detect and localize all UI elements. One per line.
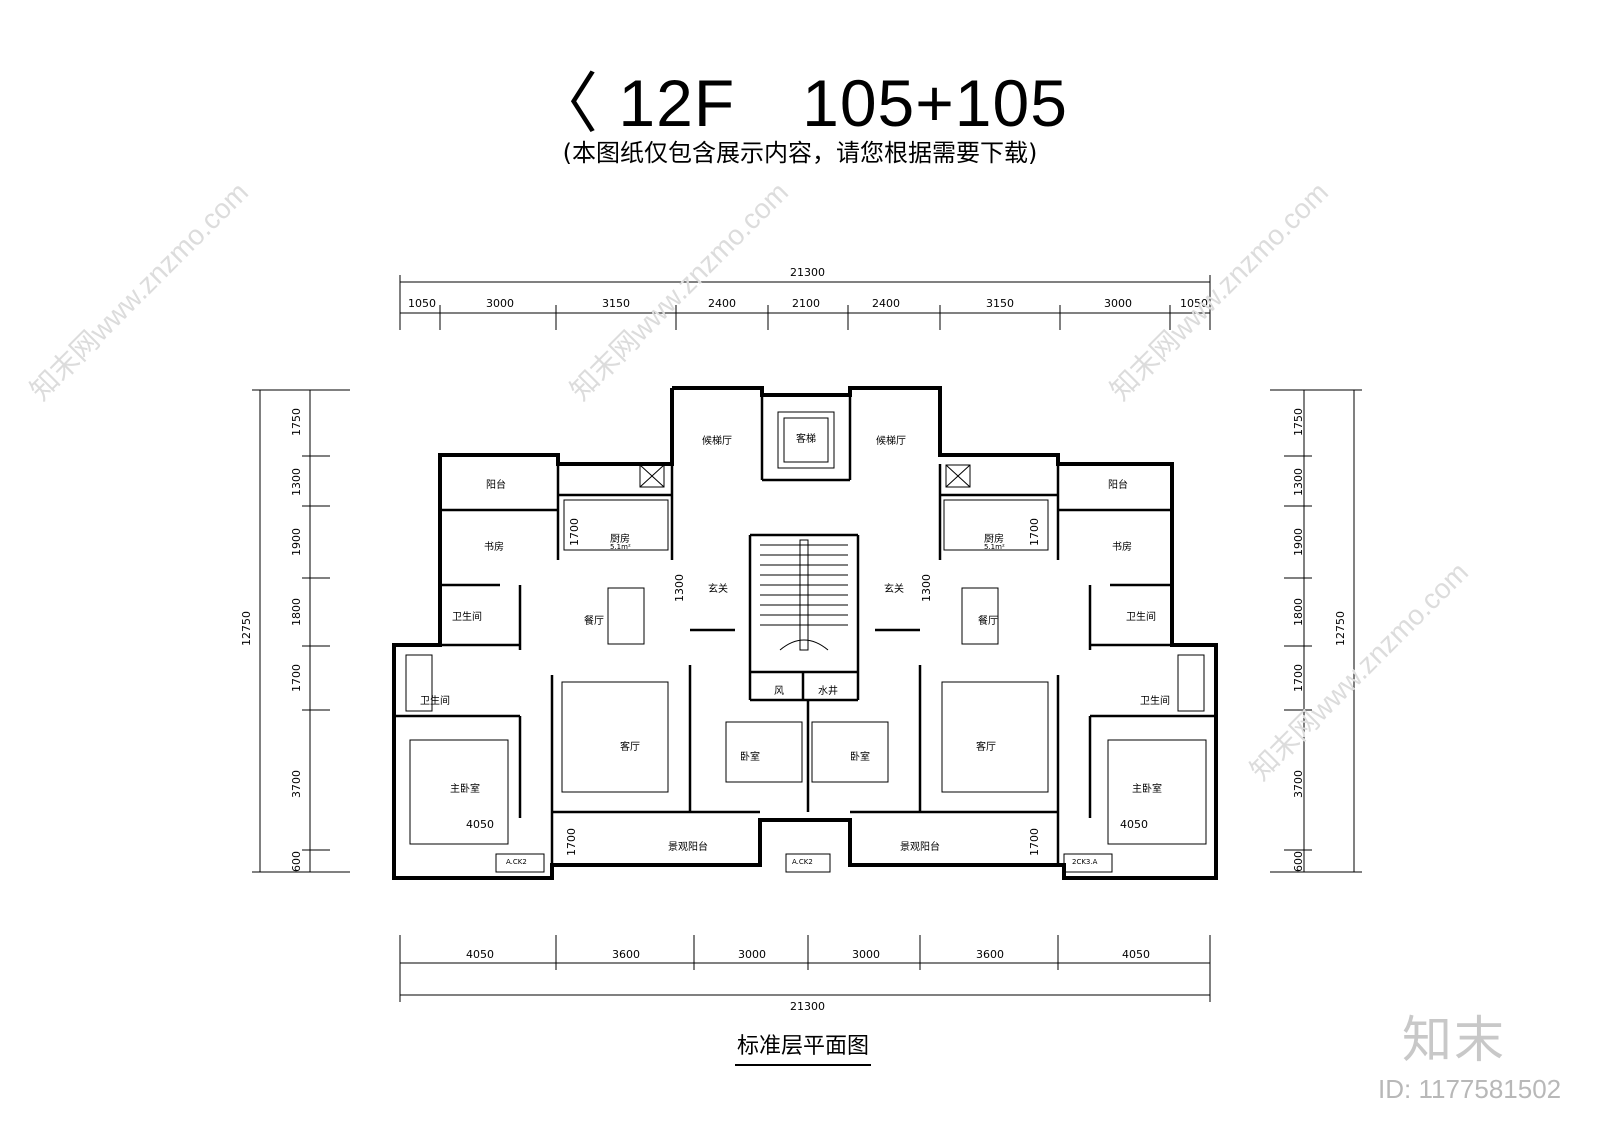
room-label-kitchen-area-right: 5.1m² (984, 543, 1005, 551)
dim-inner: 1700 (565, 828, 578, 856)
room-label-ac-mid: A.CK2 (792, 858, 813, 866)
dim-right: 600 (1292, 851, 1305, 872)
room-label-bath1-right: 卫生间 (1126, 612, 1156, 623)
dim-right: 1700 (1292, 664, 1305, 692)
room-label-dining-left: 餐厅 (584, 616, 604, 627)
dim-top: 1050 (408, 297, 436, 310)
master-bed-right (1107, 739, 1207, 845)
bathtub-left (405, 654, 433, 712)
dim-bottom: 3000 (738, 948, 766, 961)
drawing-title: 〈 12F 105+105 (532, 66, 1068, 140)
dim-left: 600 (290, 851, 303, 872)
room-label-lobby-right: 候梯厅 (876, 436, 906, 447)
dim-left: 1800 (290, 598, 303, 626)
dim-left: 3700 (290, 770, 303, 798)
dim-total-top: 21300 (790, 266, 825, 279)
dim-bottom: 3600 (612, 948, 640, 961)
dim-inner: 4050 (1120, 818, 1148, 831)
drawing-subtitle: (本图纸仅包含展示内容，请您根据需要下载) (562, 139, 1038, 167)
elevator-car (777, 411, 835, 469)
dim-left: 1900 (290, 528, 303, 556)
bed-left (725, 721, 803, 783)
dim-bottom: 4050 (1122, 948, 1150, 961)
dim-left: 1750 (290, 408, 303, 436)
master-bed-left (409, 739, 509, 845)
dim-top: 2100 (792, 297, 820, 310)
room-label-ac-left: A.CK2 (506, 858, 527, 866)
room-label-view-balcony-right: 景观阳台 (900, 842, 940, 853)
kitchen-counter-right (943, 499, 1049, 551)
room-label-master-right: 主卧室 (1132, 784, 1162, 795)
dim-top: 2400 (872, 297, 900, 310)
dim-bottom: 3600 (976, 948, 1004, 961)
dim-left-total: 12750 (240, 611, 253, 646)
sofa-left (561, 681, 669, 793)
room-label-vent: 风 (774, 686, 784, 697)
stair (760, 539, 848, 651)
plan-caption: 标准层平面图 (735, 1028, 872, 1066)
dim-bottom: 4050 (466, 948, 494, 961)
room-label-foyer-right: 玄关 (884, 584, 904, 595)
dim-top: 3150 (602, 297, 630, 310)
sofa-right (941, 681, 1049, 793)
watermark-id: ID: 1177581502 (1378, 1074, 1562, 1104)
dim-top: 3150 (986, 297, 1014, 310)
dim-bottom: 3000 (852, 948, 880, 961)
room-label-master-left: 主卧室 (450, 784, 480, 795)
dim-right: 3700 (1292, 770, 1305, 798)
room-label-study-left: 书房 (484, 542, 504, 553)
room-label-kitchen-left: 厨房 (610, 534, 630, 545)
dim-right-total: 12750 (1334, 611, 1347, 646)
dim-right: 1900 (1292, 528, 1305, 556)
dining-table-right (961, 587, 999, 645)
dim-inner: 1300 (920, 574, 933, 602)
room-label-living-right: 客厅 (976, 742, 996, 753)
fixtures (405, 411, 1207, 873)
dim-inner: 4050 (466, 818, 494, 831)
room-label-bedroom-left: 卧室 (740, 752, 760, 763)
dining-table-left (607, 587, 645, 645)
room-label-bath2-left: 卫生间 (420, 696, 450, 707)
room-label-kitchen-area-left: 5.1m² (610, 543, 631, 551)
dim-inner: 1700 (1028, 828, 1041, 856)
dim-total-bottom: 21300 (790, 1000, 825, 1013)
room-label-living-left: 客厅 (620, 742, 640, 753)
room-label-water-shaft: 水井 (818, 686, 838, 697)
kitchen-counter-left (563, 499, 669, 551)
dim-top: 3000 (1104, 297, 1132, 310)
room-label-kitchen-right: 厨房 (984, 534, 1004, 545)
dim-top: 1050 (1180, 297, 1208, 310)
dim-top: 2400 (708, 297, 736, 310)
dim-inner: 1300 (673, 574, 686, 602)
dim-left: 1700 (290, 664, 303, 692)
dim-right: 1750 (1292, 408, 1305, 436)
dim-right: 1800 (1292, 598, 1305, 626)
room-label-bath1-left: 卫生间 (452, 612, 482, 623)
dim-inner: 1700 (568, 518, 581, 546)
bathtub-right (1177, 654, 1205, 712)
room-label-view-balcony-left: 景观阳台 (668, 842, 708, 853)
room-label-ac-right: 2CK3.A (1072, 858, 1098, 866)
dim-top: 3000 (486, 297, 514, 310)
room-label-bedroom-right: 卧室 (850, 752, 870, 763)
dim-inner: 1700 (1028, 518, 1041, 546)
watermark-logo: 知末 (1402, 1011, 1506, 1069)
room-label-bath2-right: 卫生间 (1140, 696, 1170, 707)
dim-left: 1300 (290, 468, 303, 496)
room-label-elevator: 客梯 (796, 434, 816, 445)
interior-walls (394, 388, 1216, 865)
room-label-balcony-left: 阳台 (486, 480, 506, 491)
room-label-balcony-right: 阳台 (1108, 480, 1128, 491)
room-label-foyer-left: 玄关 (708, 584, 728, 595)
room-label-dining-right: 餐厅 (978, 616, 998, 627)
room-label-lobby-left: 候梯厅 (702, 436, 732, 447)
dim-right: 1300 (1292, 468, 1305, 496)
room-label-study-right: 书房 (1112, 542, 1132, 553)
bed-right (811, 721, 889, 783)
